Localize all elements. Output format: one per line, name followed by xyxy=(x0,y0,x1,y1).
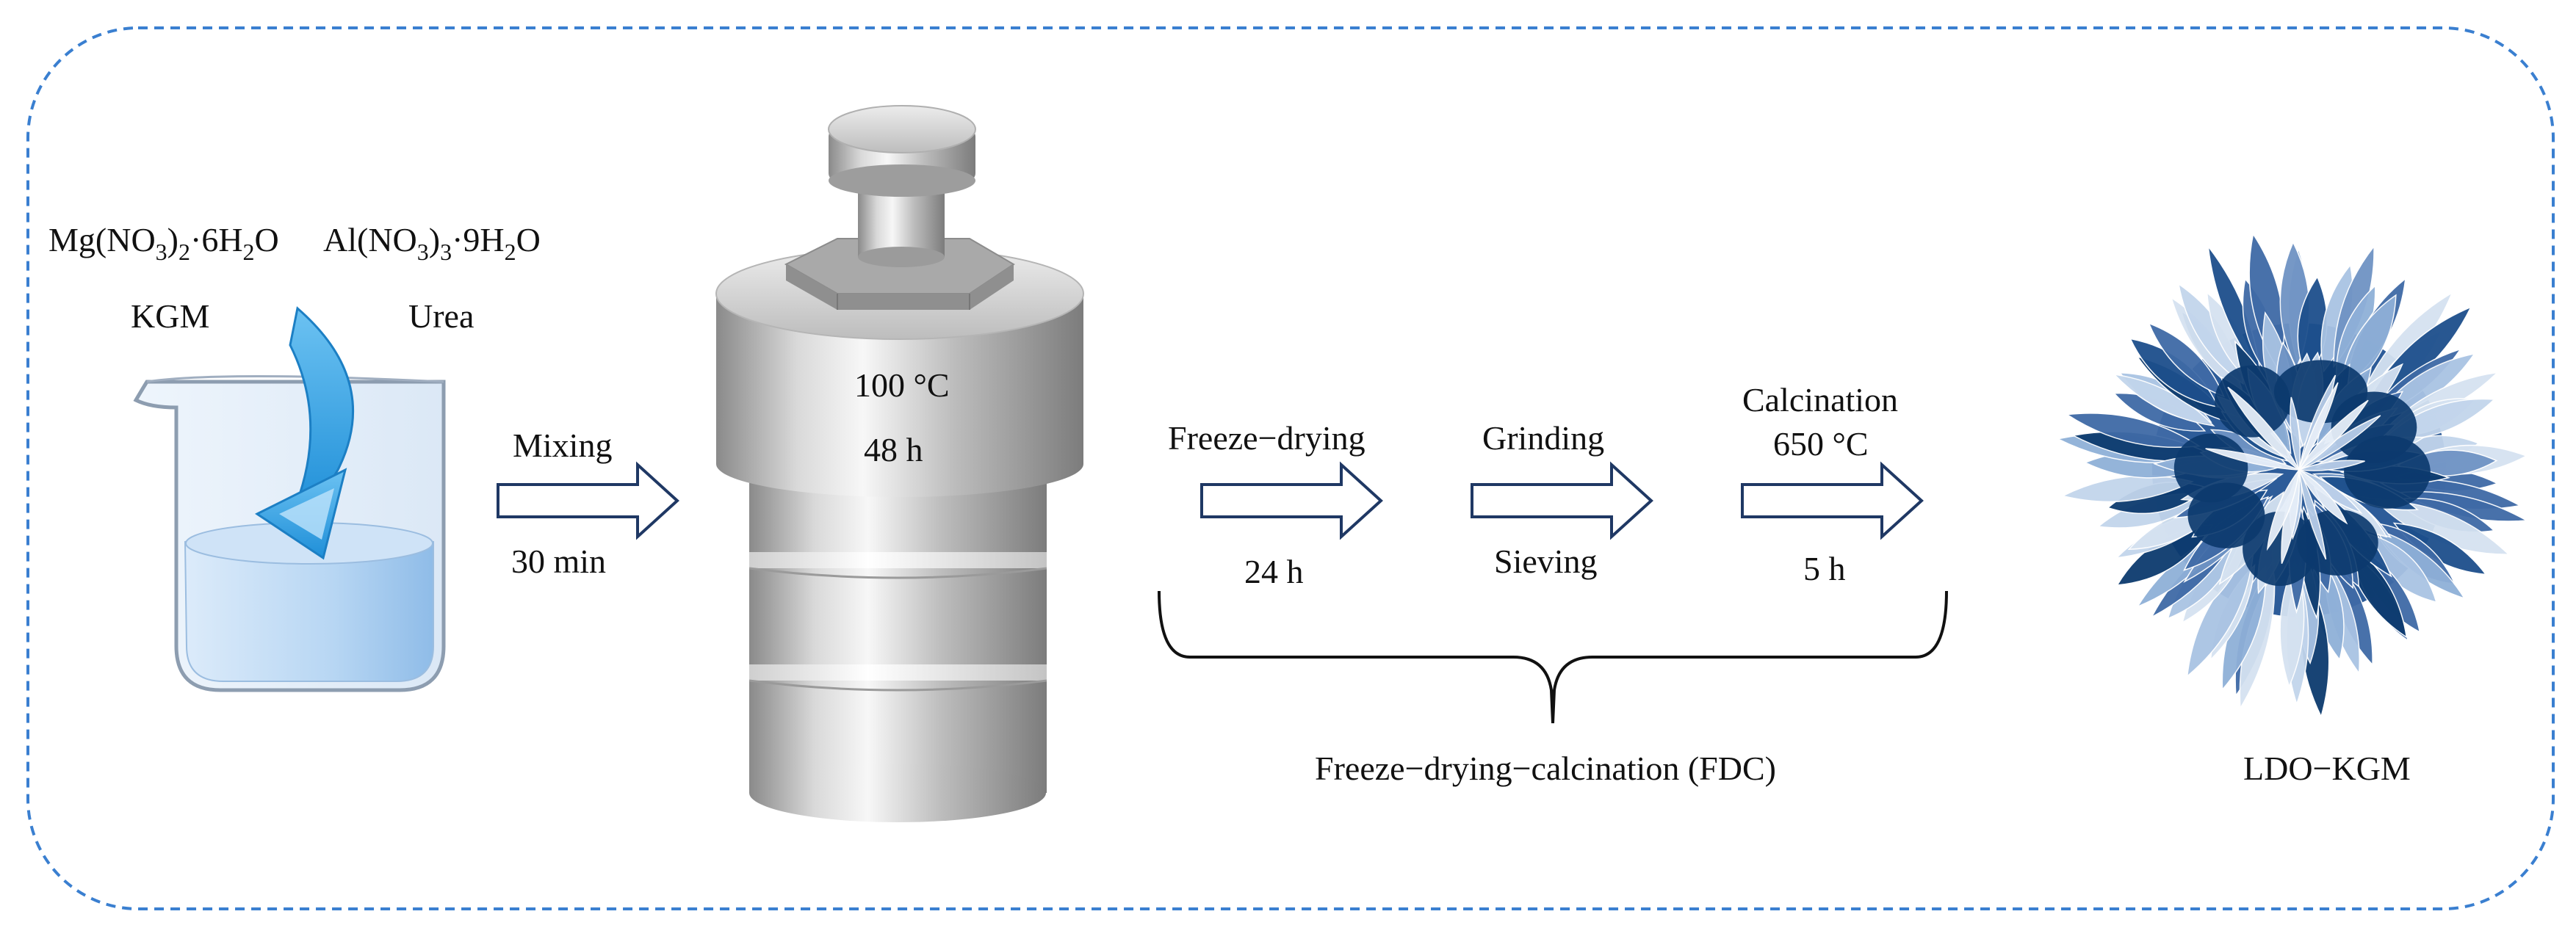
kgm-label: KGM xyxy=(131,297,209,335)
calcination-time-label: 5 h xyxy=(1803,550,1846,587)
mixing-time-label: 30 min xyxy=(511,543,606,580)
autoclave-icon xyxy=(715,105,1084,822)
calcination-arrow xyxy=(1741,461,1924,540)
fdc-label: Freeze−drying−calcination (FDC) xyxy=(1315,750,1776,787)
product-label: LDO−KGM xyxy=(2243,750,2411,787)
urea-label: Urea xyxy=(408,297,474,335)
al-nitrate-label: Al(NO3)3·9H2O xyxy=(323,221,541,265)
dashed-border xyxy=(26,26,2555,910)
sieving-label: Sieving xyxy=(1494,543,1598,580)
hydrothermal-temp-label: 100 °C xyxy=(854,366,950,404)
mg-nitrate-label: Mg(NO3)2·6H2O xyxy=(48,221,279,265)
swirl-arrow-icon xyxy=(255,306,355,560)
flower-particle-icon xyxy=(2056,232,2529,719)
fdc-brace xyxy=(1158,590,1948,724)
freeze-drying-label: Freeze−drying xyxy=(1168,419,1365,457)
freeze-drying-time-label: 24 h xyxy=(1244,553,1304,590)
grinding-arrow xyxy=(1471,461,1653,540)
mixing-label: Mixing xyxy=(513,427,612,464)
hydrothermal-time-label: 48 h xyxy=(864,431,923,468)
calcination-temp-label: 650 °C xyxy=(1773,425,1869,463)
grinding-label: Grinding xyxy=(1482,419,1604,457)
mixing-arrow xyxy=(497,461,679,540)
calcination-label: Calcination xyxy=(1742,381,1898,418)
freeze-drying-arrow xyxy=(1200,461,1383,540)
